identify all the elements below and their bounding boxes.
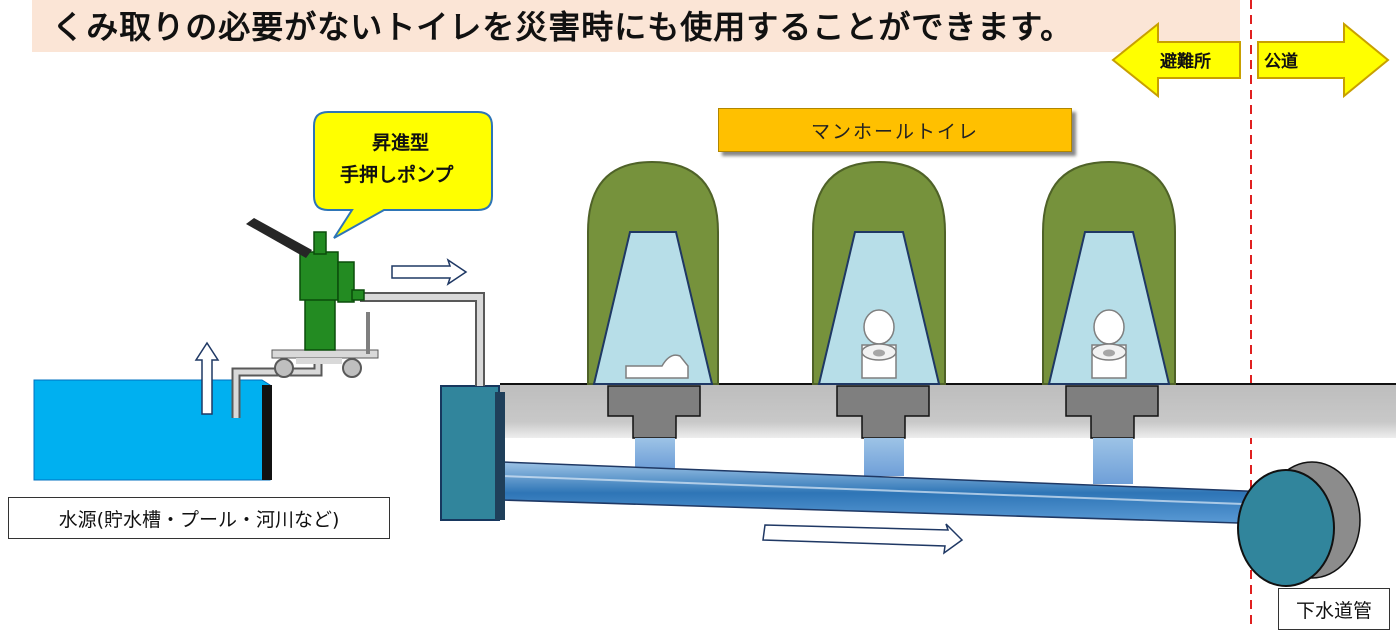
main-sewer-pipe <box>1237 469 1335 587</box>
banner-text: くみ取りの必要がないトイレを災害時にも使用することができます。 <box>52 8 1074 46</box>
inlet-tank-side <box>495 392 505 520</box>
flow-arrow-sewer <box>762 523 964 555</box>
evacuation-arrow <box>1111 21 1241 99</box>
toilet-booth-2 <box>812 160 946 385</box>
sewer-pipe-label: 下水道管 <box>1278 588 1390 630</box>
flow-arrow-feed <box>391 258 468 286</box>
feed-pipe <box>360 292 485 386</box>
inlet-tank <box>440 385 500 521</box>
toilet-booth-3 <box>1042 160 1176 385</box>
banner <box>32 0 1240 52</box>
pipe-highlight <box>501 475 1271 506</box>
pump-callout-line2: 手押しポンプ <box>340 164 454 186</box>
flow-arrow-up <box>194 341 220 415</box>
evacuation-label: 避難所 <box>1160 52 1211 72</box>
public-road-label: 公道 <box>1264 52 1298 72</box>
manhole-fitting-3 <box>1065 385 1159 484</box>
public-road-arrow <box>1257 21 1390 99</box>
manhole-fitting-1 <box>607 385 701 468</box>
pump-callout-bubble <box>313 111 493 239</box>
water-source-label: 水源(貯水槽・プール・河川など) <box>8 497 390 539</box>
manhole-toilet-label: マンホールトイレ <box>718 108 1072 152</box>
toilet-booth-1 <box>587 160 719 385</box>
manhole-fitting-2 <box>836 385 930 476</box>
pump-callout-line1: 昇進型 <box>372 132 430 154</box>
pump-body <box>246 218 365 351</box>
